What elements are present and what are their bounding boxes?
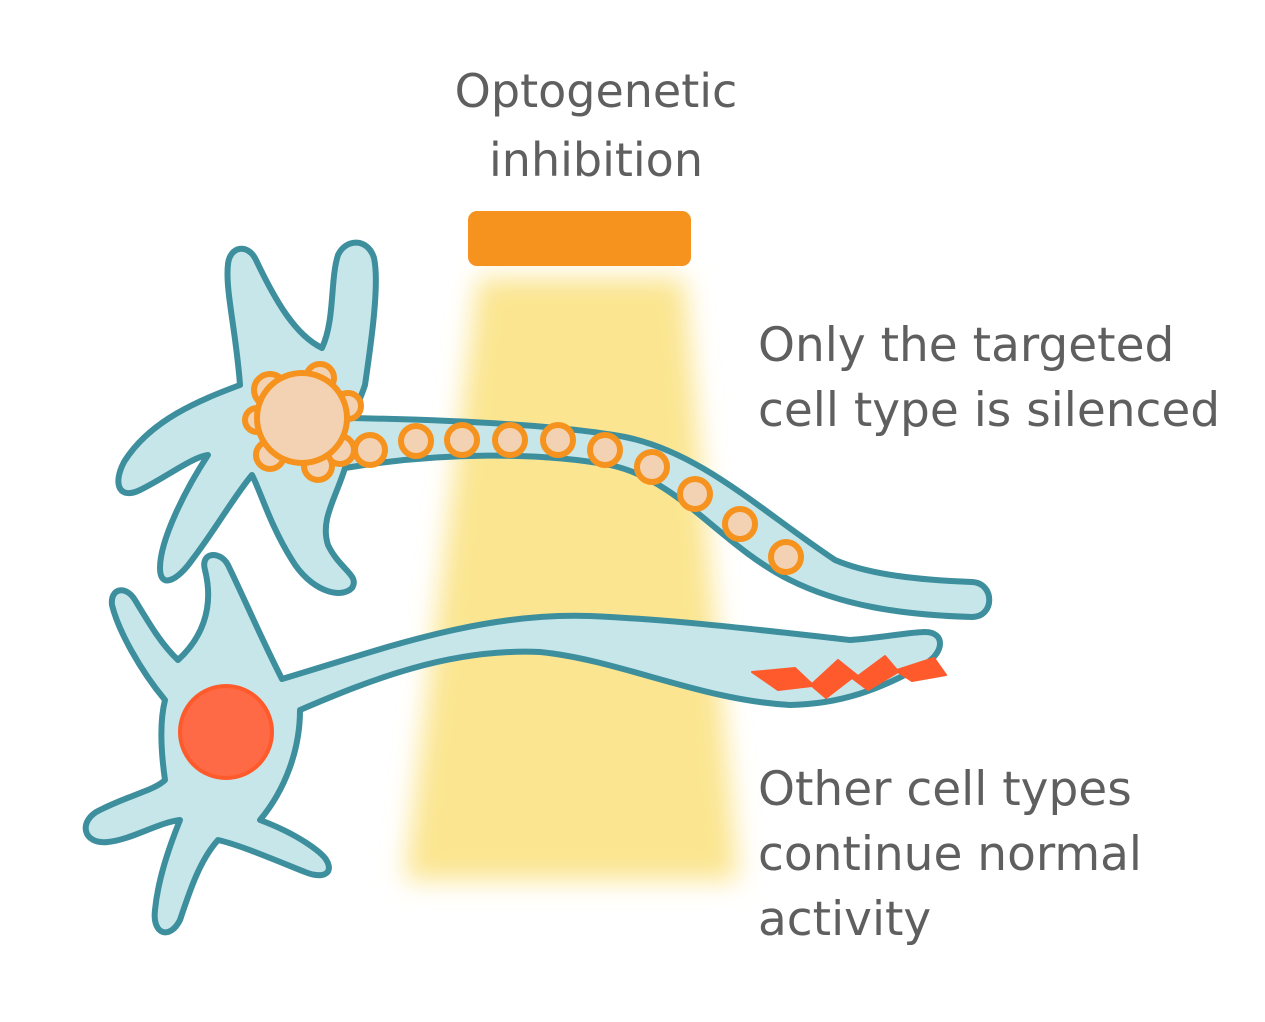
targeted-annotation-line-2: cell type is silenced xyxy=(758,383,1221,438)
lightning-bolt-icon xyxy=(751,655,947,699)
vesicle xyxy=(444,422,480,458)
targeted-annotation-line-1: Only the targeted xyxy=(758,318,1175,373)
title-line-2: inhibition xyxy=(489,133,703,187)
active-nucleus xyxy=(178,684,274,780)
vesicle xyxy=(352,432,388,468)
vesicle xyxy=(677,476,713,512)
vesicle xyxy=(722,506,758,542)
active-neuron xyxy=(82,552,943,936)
diagram-title: Optogenetic inhibition xyxy=(0,68,1192,183)
silenced-nucleus xyxy=(242,361,364,483)
vesicle-chain xyxy=(352,422,804,575)
vesicle xyxy=(634,449,670,485)
targeted-cell-annotation: Only the targeted cell type is silenced xyxy=(758,322,1220,434)
light-beam xyxy=(405,278,738,880)
other-annotation-line-1: Other cell types xyxy=(758,762,1132,817)
title-line-1: Optogenetic xyxy=(454,64,738,118)
other-annotation-line-2: continue normal xyxy=(758,827,1142,882)
vesicle xyxy=(587,432,623,468)
vesicle xyxy=(540,422,576,458)
vesicle xyxy=(492,422,528,458)
vesicle xyxy=(768,539,804,575)
light-source-bar xyxy=(468,211,691,266)
other-annotation-line-3: activity xyxy=(758,892,932,947)
other-cells-annotation: Other cell types continue normal activit… xyxy=(758,766,1142,943)
vesicle xyxy=(398,423,434,459)
